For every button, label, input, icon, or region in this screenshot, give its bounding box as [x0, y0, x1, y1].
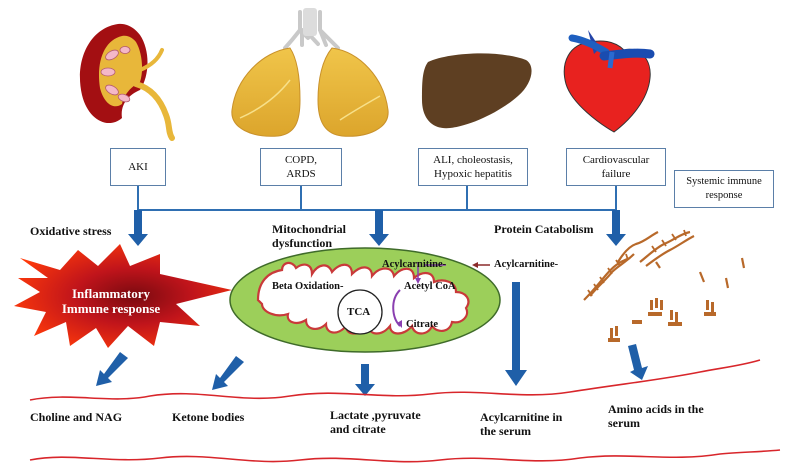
label-acylcarnitine-outer: Acylcarnitine- [494, 259, 559, 270]
label-response: response [705, 190, 743, 201]
label-copd: COPD, [284, 154, 318, 166]
protein-strands-icon [583, 229, 746, 301]
label-lactate-line2: and citrate [330, 422, 386, 436]
arrow-mitochondrial [369, 210, 389, 246]
label-aki: AKI [128, 161, 148, 173]
box-aki: AKI [110, 148, 166, 186]
label-mitochondrial: Mitochondrial [272, 222, 346, 236]
label-acylcarnitine-inner: Acylcarnitine- [382, 259, 447, 270]
serum-lines [29, 359, 781, 463]
label-amino-line1: Amino acids in the [608, 402, 704, 416]
serum-arrows [96, 282, 648, 396]
box-liver-conditions: ALI, choleostasis, Hypoxic hepatitis [418, 148, 528, 186]
label-citrate: Citrate [406, 319, 439, 330]
arrow-ketone [212, 356, 244, 390]
label-protein-catabolism: Protein Catabolism [494, 222, 594, 236]
mechanism-arrows [128, 210, 626, 246]
label-inflammatory-line1: Inflammatory [72, 286, 150, 301]
label-inflammatory: Inflammatory Immune response [46, 286, 176, 316]
arrow-protein [606, 210, 626, 246]
arrow-lactate [355, 364, 375, 396]
label-lactate-line1: Lactate ,pyruvate [330, 408, 421, 422]
label-ketone-bodies: Ketone bodies [172, 410, 245, 424]
arrow-acylcarnitine [505, 282, 527, 386]
label-hypoxic: Hypoxic hepatitis [434, 168, 512, 180]
mitochondrion-icon [229, 247, 501, 353]
label-ards: ARDS [286, 168, 316, 180]
heart-icon [563, 30, 655, 133]
lungs-icon [231, 8, 389, 137]
label-dysfunction: dysfunction [272, 236, 333, 250]
arrow-amino [628, 344, 648, 380]
label-oxidative-stress: Oxidative stress [30, 224, 112, 238]
label-acetyl-coa: Acetyl CoA [404, 281, 456, 292]
arrow-oxidative [128, 210, 148, 246]
inflammatory-burst-icon [14, 244, 232, 348]
box-copd-ards: COPD, ARDS [260, 148, 342, 186]
box-systemic-immune: Systemic immune response [674, 170, 774, 208]
label-choline-nag: Choline and NAG [30, 410, 123, 424]
label-tca: TCA [347, 306, 371, 318]
label-acylcarnitine-serum-line2: the serum [480, 424, 531, 438]
label-failure: failure [601, 168, 631, 180]
label-acylcarnitine-serum-line1: Acylcarnitine in [480, 410, 563, 424]
label-cardiovascular: Cardiovascular [582, 154, 650, 166]
label-amino-line2: serum [608, 416, 640, 430]
liver-icon [422, 53, 532, 129]
connector-lines [137, 186, 617, 211]
arrow-choline [96, 352, 128, 386]
label-inflammatory-line2: Immune response [61, 301, 161, 316]
label-beta-oxidation: Beta Oxidation- [272, 281, 344, 292]
amino-acid-fragments-icon [608, 298, 716, 342]
box-cardiovascular: Cardiovascular failure [566, 148, 666, 186]
label-ali: ALI, choleostasis, [433, 154, 513, 166]
label-systemic: Systemic immune [686, 176, 762, 187]
kidney-icon [79, 23, 175, 141]
